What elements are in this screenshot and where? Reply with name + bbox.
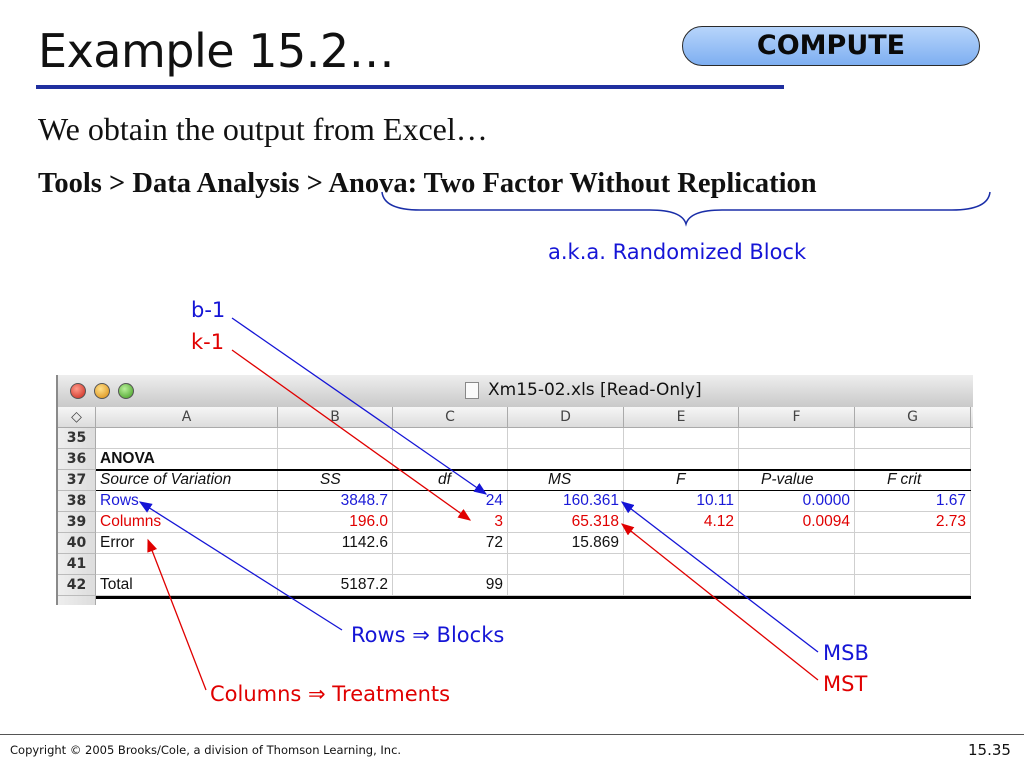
cell[interactable] — [508, 575, 624, 596]
cell[interactable] — [739, 428, 855, 449]
window-title: Xm15-02.xls [Read-Only] — [488, 380, 702, 400]
header-ms-cell[interactable]: MS — [508, 470, 624, 491]
columns-ms-cell[interactable]: 65.318 — [508, 512, 624, 533]
header-f-crit-cell[interactable]: F crit — [855, 470, 971, 491]
rows-f-cell[interactable]: 10.11 — [624, 491, 739, 512]
column-header-b[interactable]: B — [278, 407, 393, 428]
close-icon[interactable] — [70, 383, 86, 399]
error-ss-cell[interactable]: 1142.6 — [278, 533, 393, 554]
rows-source-cell[interactable]: Rows — [96, 491, 278, 512]
zoom-icon[interactable] — [118, 383, 134, 399]
cell[interactable] — [278, 428, 393, 449]
cell[interactable] — [739, 575, 855, 596]
rows-ss-cell[interactable]: 3848.7 — [278, 491, 393, 512]
column-header-d[interactable]: D — [508, 407, 624, 428]
cell[interactable] — [508, 554, 624, 575]
cell[interactable] — [624, 533, 739, 554]
columns-df-cell[interactable]: 3 — [393, 512, 508, 533]
cell[interactable] — [855, 575, 971, 596]
cell[interactable] — [96, 428, 278, 449]
table-top-rule — [96, 469, 971, 471]
header-f-cell[interactable]: F — [624, 470, 739, 491]
column-header-e[interactable]: E — [624, 407, 739, 428]
cell[interactable] — [393, 449, 508, 470]
menu-path: Tools > Data Analysis > Anova: Two Facto… — [38, 168, 817, 199]
anova-label-cell[interactable]: ANOVA — [96, 449, 278, 470]
header-p-value-cell[interactable]: P-value — [739, 470, 855, 491]
error-df-cell[interactable]: 72 — [393, 533, 508, 554]
compute-button[interactable]: COMPUTE — [682, 26, 980, 66]
copyright-text: Copyright © 2005 Brooks/Cole, a division… — [10, 743, 402, 757]
row-header[interactable]: 39 — [58, 512, 96, 533]
total-df-cell[interactable]: 99 — [393, 575, 508, 596]
column-header-h[interactable] — [971, 407, 973, 428]
header-df-cell[interactable]: df — [393, 470, 508, 491]
cell[interactable] — [624, 428, 739, 449]
footer-rule — [0, 734, 1024, 735]
cell[interactable] — [96, 554, 278, 575]
cell[interactable] — [393, 428, 508, 449]
row-header[interactable]: 37 — [58, 470, 96, 491]
cell[interactable] — [855, 554, 971, 575]
column-header-g[interactable]: G — [855, 407, 971, 428]
note-k-minus-1: k-1 — [191, 330, 225, 354]
cell[interactable] — [393, 554, 508, 575]
cell[interactable] — [624, 575, 739, 596]
header-source-cell[interactable]: Source of Variation — [96, 470, 278, 491]
row-header[interactable]: 41 — [58, 554, 96, 575]
columns-f-cell[interactable]: 4.12 — [624, 512, 739, 533]
rows-ms-cell[interactable]: 160.361 — [508, 491, 624, 512]
note-rows-blocks: Rows ⇒ Blocks — [351, 623, 505, 647]
error-source-cell[interactable]: Error — [96, 533, 278, 554]
cell[interactable] — [624, 554, 739, 575]
slide-title: Example 15.2… — [38, 24, 395, 78]
spreadsheet-window: Xm15-02.xls [Read-Only] ◇ A B C D E F G … — [56, 375, 973, 605]
brace-note: a.k.a. Randomized Block — [548, 240, 807, 264]
note-msb: MSB — [823, 641, 869, 665]
slide-number: 15.35 — [968, 741, 1011, 759]
row-header[interactable]: 36 — [58, 449, 96, 470]
row-header[interactable] — [58, 596, 96, 605]
cell[interactable] — [624, 449, 739, 470]
cell[interactable] — [855, 428, 971, 449]
row-header[interactable]: 38 — [58, 491, 96, 512]
rows-df-cell[interactable]: 24 — [393, 491, 508, 512]
cell[interactable] — [739, 449, 855, 470]
columns-ss-cell[interactable]: 196.0 — [278, 512, 393, 533]
title-underline — [36, 85, 784, 89]
note-columns-treatments: Columns ⇒ Treatments — [210, 682, 451, 706]
rows-p-value-cell[interactable]: 0.0000 — [739, 491, 855, 512]
row-header[interactable]: 42 — [58, 575, 96, 596]
row-header[interactable]: 40 — [58, 533, 96, 554]
rows-f-crit-cell[interactable]: 1.67 — [855, 491, 971, 512]
column-header-a[interactable]: A — [96, 407, 278, 428]
cell[interactable] — [508, 449, 624, 470]
total-source-cell[interactable]: Total — [96, 575, 278, 596]
column-header-f[interactable]: F — [739, 407, 855, 428]
table-header-rule — [96, 490, 971, 491]
document-icon — [465, 382, 479, 399]
slide-subtitle: We obtain the output from Excel… — [38, 111, 488, 147]
columns-f-crit-cell[interactable]: 2.73 — [855, 512, 971, 533]
cell[interactable] — [855, 533, 971, 554]
columns-source-cell[interactable]: Columns — [96, 512, 278, 533]
cell[interactable] — [855, 449, 971, 470]
table-bottom-rule — [96, 596, 971, 599]
columns-p-value-cell[interactable]: 0.0094 — [739, 512, 855, 533]
cell[interactable] — [278, 554, 393, 575]
cell[interactable] — [508, 428, 624, 449]
select-all-corner[interactable]: ◇ — [58, 407, 96, 428]
cell[interactable] — [739, 554, 855, 575]
error-ms-cell[interactable]: 15.869 — [508, 533, 624, 554]
column-header-c[interactable]: C — [393, 407, 508, 428]
window-titlebar[interactable]: Xm15-02.xls [Read-Only] — [58, 375, 973, 408]
cell[interactable] — [739, 533, 855, 554]
note-b-minus-1: b-1 — [191, 298, 226, 322]
cell[interactable] — [278, 449, 393, 470]
total-ss-cell[interactable]: 5187.2 — [278, 575, 393, 596]
header-ss-cell[interactable]: SS — [278, 470, 393, 491]
note-mst: MST — [823, 672, 868, 696]
minimize-icon[interactable] — [94, 383, 110, 399]
row-header[interactable]: 35 — [58, 428, 96, 449]
